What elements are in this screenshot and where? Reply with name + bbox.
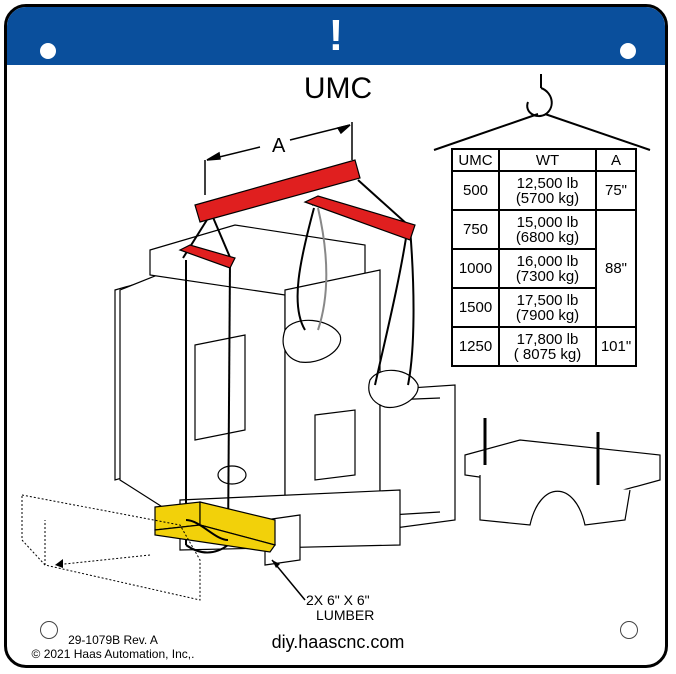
umc-machine xyxy=(114,224,456,566)
umc-model: 750 xyxy=(451,209,500,250)
umc-model: 1250 xyxy=(451,326,500,367)
table-row: 1000 16,000 lb(7300 kg) xyxy=(451,248,636,289)
column-header-umc: UMC xyxy=(451,148,500,172)
weight-table: UMC WT A 500 12,500 lb(5700 kg) 75" 750 … xyxy=(451,148,637,367)
lifting-straps xyxy=(182,179,415,554)
website-url: diy.haascnc.com xyxy=(271,632,405,652)
machine-base-detail xyxy=(464,418,661,526)
mounting-hole-icon xyxy=(40,43,56,59)
exclamation-icon: ! xyxy=(328,11,344,60)
page-title: UMC xyxy=(303,72,373,105)
table-row: 750 15,000 lb(6800 kg) 88" xyxy=(451,209,637,328)
part-number: 29-1079B Rev. A xyxy=(68,633,158,647)
mounting-hole-icon xyxy=(40,621,58,639)
lumber-leader-line xyxy=(271,559,306,601)
lumber-word: LUMBER xyxy=(316,607,375,623)
part-info: 29-1079B Rev. A © 2021 Haas Automation, … xyxy=(28,633,198,661)
arrow-icon xyxy=(55,559,63,568)
crane-hook-icon xyxy=(433,74,651,151)
dimension-a xyxy=(204,122,353,195)
dimension-a-value: 101" xyxy=(595,326,637,367)
mounting-hole-icon xyxy=(620,43,636,59)
lumber-label: 2X 6" X 6" LUMBER xyxy=(306,593,374,623)
dimension-a-label: A xyxy=(272,135,286,157)
weight-cell: 15,000 lb(6800 kg) xyxy=(498,209,597,250)
mounting-hole-icon xyxy=(620,621,638,639)
lift-beams xyxy=(178,159,416,269)
weight-cell: 16,000 lb(7300 kg) xyxy=(498,248,597,289)
removed-panel xyxy=(21,494,201,601)
umc-model: 500 xyxy=(451,170,500,211)
weight-cell: 12,500 lb(5700 kg) xyxy=(498,170,597,211)
lumber-size: 2X 6" X 6" xyxy=(306,592,370,608)
umc-model: 1000 xyxy=(451,248,500,289)
table-row: 1500 17,500 lb(7900 kg) xyxy=(451,287,636,328)
copyright: © 2021 Haas Automation, Inc,. xyxy=(31,647,195,661)
lumber-blocks xyxy=(154,501,276,553)
dimension-a-value: 88" xyxy=(595,209,637,328)
table-row: 500 12,500 lb(5700 kg) 75" xyxy=(451,170,637,211)
weight-cell: 17,800 lb( 8075 kg) xyxy=(498,326,597,367)
column-header-wt: WT xyxy=(498,148,597,172)
weight-cell: 17,500 lb(7900 kg) xyxy=(498,287,597,328)
rotary-table-mounts xyxy=(282,319,419,409)
umc-model: 1500 xyxy=(451,287,500,328)
dimension-a-value: 75" xyxy=(595,170,637,211)
column-header-a: A xyxy=(595,148,637,172)
warning-banner: ! xyxy=(7,7,665,65)
table-row: 1250 17,800 lb( 8075 kg) 101" xyxy=(451,326,637,367)
